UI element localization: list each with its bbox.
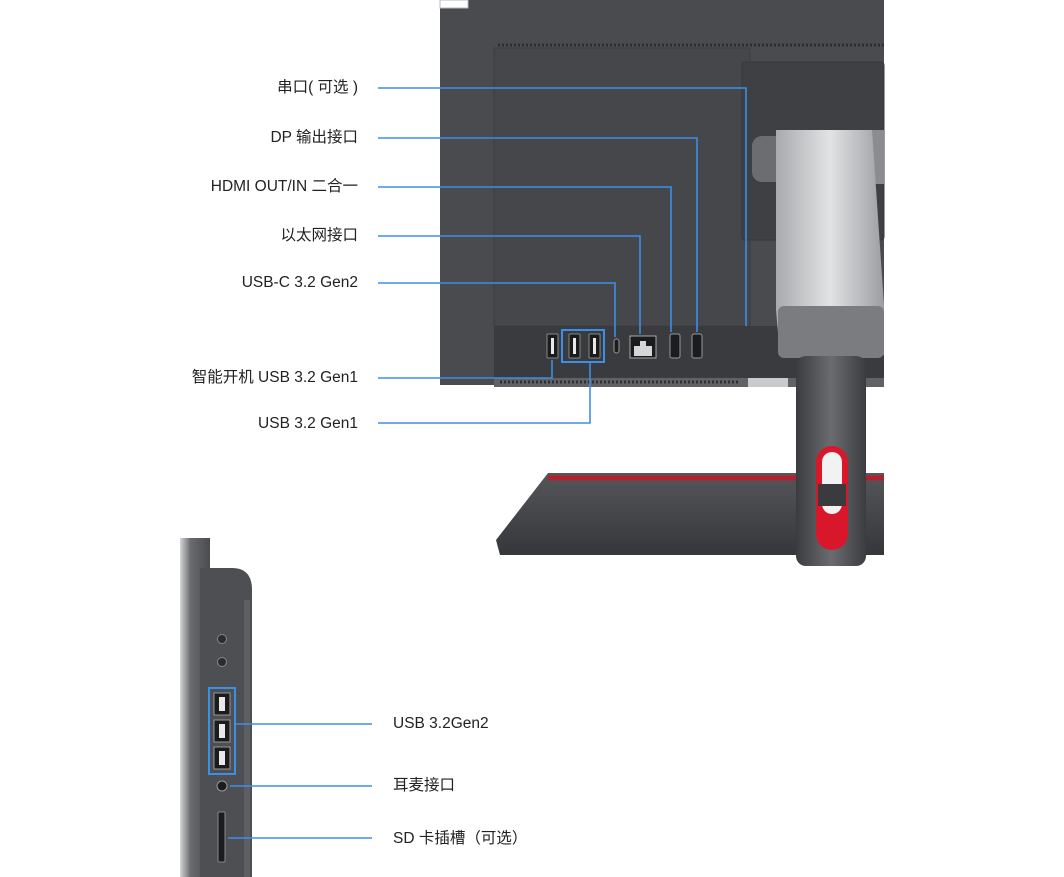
usbc-port [613, 338, 620, 354]
rear-ports [546, 329, 703, 363]
leader-usbc [378, 282, 616, 337]
label-usb-gen1: USB 3.2 Gen1 [258, 415, 358, 432]
leader-usb-gen1 [378, 362, 591, 424]
side-button [217, 657, 227, 667]
ethernet-port [629, 335, 657, 359]
stand-base [496, 473, 884, 555]
leader-dp [378, 137, 698, 332]
usb-gen1-port [588, 333, 601, 359]
side-monitor [180, 538, 252, 877]
leader-serial [378, 87, 747, 326]
usb-gen2-port [213, 746, 231, 770]
label-hdmi: HDMI OUT/IN 二合一 [210, 178, 358, 195]
stand-upright [776, 130, 884, 355]
usb-gen2-port [213, 719, 231, 743]
usb-gen2-port [213, 692, 231, 716]
label-dp: DP 输出接口 [270, 129, 358, 146]
label-ethernet: 以太网接口 [280, 227, 358, 244]
rear-leader-lines [378, 87, 747, 424]
hdmi-port [669, 333, 681, 359]
usb-gen1-highlight [561, 329, 605, 363]
label-usb-gen2: USB 3.2Gen2 [393, 715, 489, 732]
leader-hdmi [378, 186, 672, 332]
label-sd: SD 卡插槽（可选） [393, 830, 528, 847]
side-button [217, 634, 227, 644]
smart-usb-port [546, 333, 559, 359]
label-serial: 串口( 可选 ) [277, 79, 358, 96]
audio-jack [216, 780, 228, 792]
leader-smart-usb [378, 360, 553, 379]
label-usbc: USB-C 3.2 Gen2 [241, 274, 358, 291]
dp-port [691, 333, 703, 359]
side-leader-lines [228, 723, 372, 839]
usb-gen1-port [568, 333, 581, 359]
sd-slot [217, 811, 226, 863]
usb-gen2-highlight [208, 687, 236, 775]
label-smart-usb: 智能开机 USB 3.2 Gen1 [191, 369, 358, 386]
stand [496, 130, 884, 566]
label-audio: 耳麦接口 [393, 777, 456, 794]
leader-ethernet [378, 235, 641, 334]
